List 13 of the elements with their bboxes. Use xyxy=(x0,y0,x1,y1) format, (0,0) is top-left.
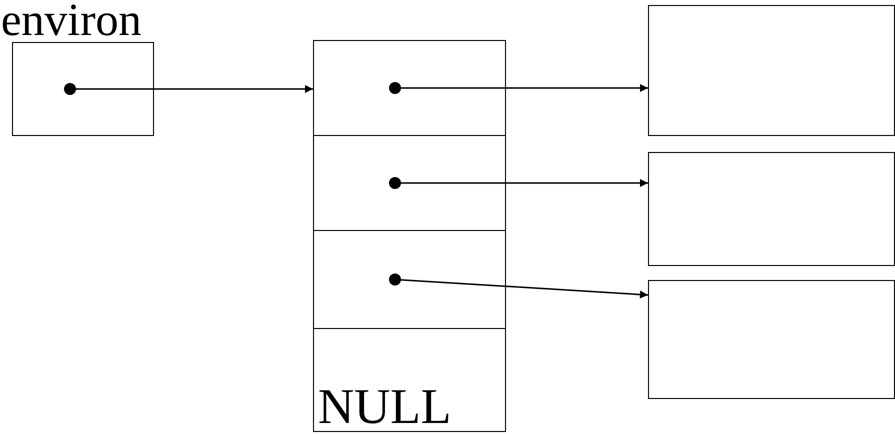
array-cell xyxy=(313,40,506,136)
string-box xyxy=(648,280,895,399)
array-cell xyxy=(313,135,506,231)
pointer-arrow xyxy=(64,83,313,95)
null-text: NULL xyxy=(318,381,452,431)
string-box xyxy=(648,5,895,136)
string-box xyxy=(648,152,895,266)
variable-name: environ xyxy=(1,0,142,43)
pointer-arrow xyxy=(389,177,648,189)
pointer-arrow xyxy=(389,274,648,298)
pointer-arrow xyxy=(389,82,648,94)
array-cell xyxy=(313,328,506,432)
array-cell xyxy=(313,230,506,329)
